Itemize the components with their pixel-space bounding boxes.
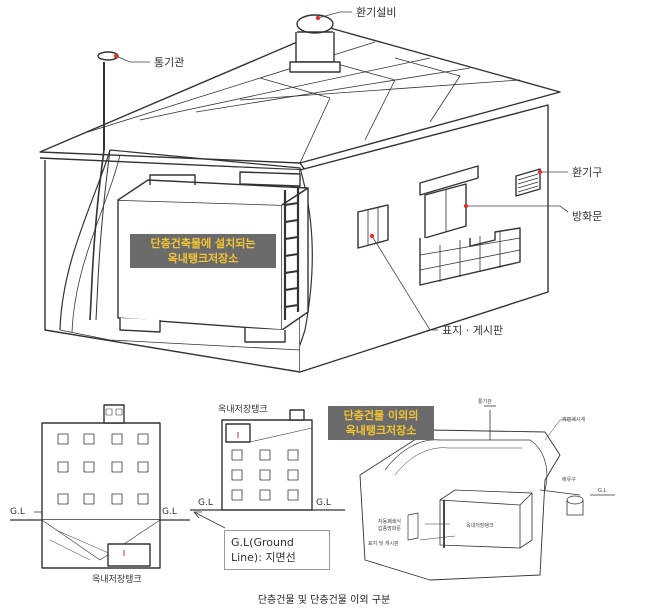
caption: 단층건물 및 단층건물 이외 구분 bbox=[257, 595, 391, 606]
small-gl: G.L bbox=[598, 488, 607, 494]
center-box-line2: 옥내탱크저장소 bbox=[167, 252, 239, 265]
door bbox=[424, 183, 467, 239]
small-detector: 액면계시계 bbox=[562, 417, 586, 423]
label-gl-mid-2: G.L bbox=[316, 498, 331, 508]
gl-note: G.L(Ground Line): 지면선 bbox=[224, 530, 330, 570]
right-box: 단층건물 이외의 옥내탱크저장소 bbox=[328, 406, 434, 440]
left-building bbox=[41, 422, 161, 521]
label-ventilation: 환기설비 bbox=[356, 6, 397, 19]
label-fire-door: 방화문 bbox=[572, 210, 603, 223]
label-vent-pipe: 통기관 bbox=[154, 56, 185, 69]
small-vent: 통기관 bbox=[478, 399, 492, 405]
small-fire: 자동폐쇄식 bbox=[378, 519, 402, 525]
label-gl-left-2: G.L bbox=[162, 507, 177, 517]
label-gl-left: G.L bbox=[10, 507, 25, 517]
ventilator bbox=[295, 32, 335, 63]
label-tank-left: 옥내저장탱크 bbox=[92, 575, 142, 585]
small-sign: 표지 및 게시판 bbox=[368, 541, 399, 547]
exhaust-grille bbox=[515, 168, 541, 197]
center-box-line1: 단층건축물에 설치되는 bbox=[150, 237, 256, 250]
right-box-line2: 옥내탱크저장소 bbox=[345, 424, 417, 437]
label-tank-mid: 옥내저장탱크 bbox=[218, 405, 268, 415]
label-exhaust: 환기구 bbox=[572, 166, 603, 179]
label-sign: 표지 · 게시판 bbox=[442, 324, 504, 337]
gl-note-line2: Line): 지면선 bbox=[231, 551, 296, 564]
gl-note-line1: G.L(Ground bbox=[231, 536, 294, 549]
small-valve: 배유구 bbox=[562, 477, 576, 483]
label-gl-mid: G.L bbox=[198, 498, 213, 508]
small-fire-2: 갑종방화문 bbox=[378, 526, 402, 532]
right-box-line1: 단층건물 이외의 bbox=[343, 409, 419, 422]
center-box: 단층건축물에 설치되는 옥내탱크저장소 bbox=[130, 234, 276, 268]
window bbox=[357, 204, 389, 249]
small-tank: 옥내저장탱크 bbox=[466, 523, 494, 529]
